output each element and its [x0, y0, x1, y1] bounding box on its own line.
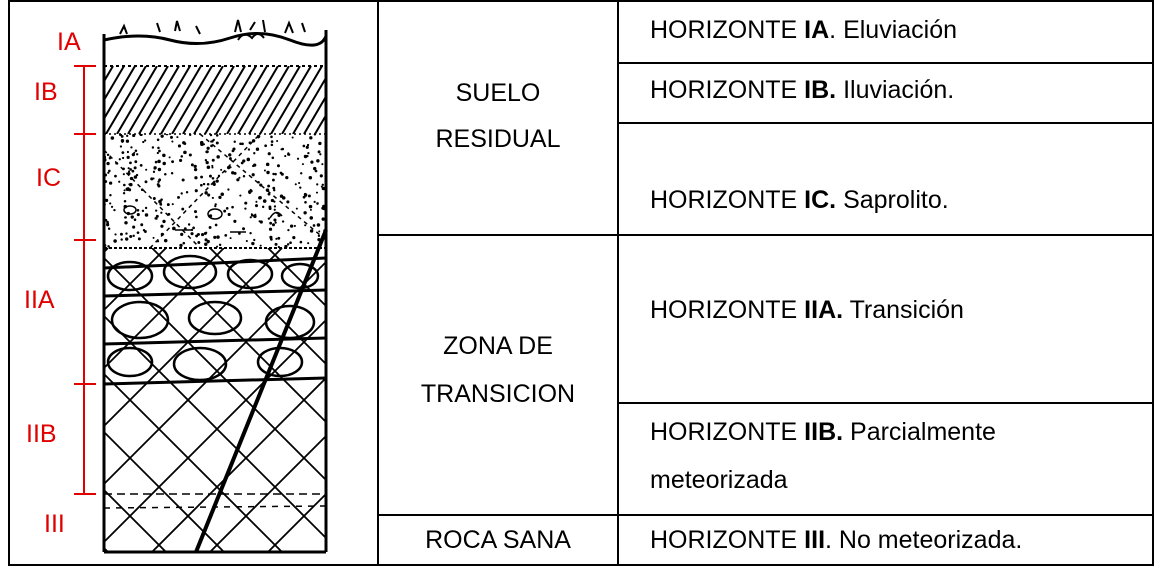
horizon-iib-line2: meteorizada: [650, 466, 788, 494]
zone-divider-1: [377, 234, 1154, 236]
zone-transicion-line2: TRANSICION: [420, 380, 576, 408]
horizon-ia-prefix: HORIZONTE: [650, 16, 805, 44]
horizon-iia-code: IIA.: [804, 296, 844, 324]
horizon-iii-prefix: HORIZONTE: [650, 526, 805, 554]
horizon-iib-code: IIB.: [804, 418, 844, 446]
column-divider-1: [377, 0, 379, 566]
table-border-top: [8, 0, 1154, 2]
horizon-ic-code: IC.: [804, 186, 837, 214]
horizon-iia-desc: Transición: [843, 296, 964, 324]
horizon-iii: HORIZONTE III. No meteorizada.: [650, 522, 1022, 558]
horizon-iib-prefix: HORIZONTE: [650, 418, 805, 446]
horizon-ia-desc: . Eluviación: [829, 16, 958, 44]
row-divider-ib-ic: [617, 122, 1154, 124]
label-ia: IA: [57, 28, 81, 56]
horizon-ib-prefix: HORIZONTE: [650, 76, 805, 104]
horizon-ib-code: IB.: [804, 76, 837, 104]
label-ib: IB: [34, 78, 58, 106]
zone-suelo-residual: SUELO RESIDUAL: [379, 70, 617, 162]
zone-suelo-line2: RESIDUAL: [435, 125, 561, 153]
label-iii: III: [44, 510, 65, 538]
label-iib: IIB: [26, 420, 57, 448]
horizon-ib-desc: Iluviación.: [836, 76, 955, 104]
label-iia: IIA: [24, 286, 55, 314]
label-ic: IC: [36, 164, 61, 192]
horizon-ia: HORIZONTE IA. Eluviación: [650, 12, 957, 48]
horizon-ic-prefix: HORIZONTE: [650, 186, 805, 214]
horizon-iii-code: III: [804, 526, 826, 554]
table-border-left: [8, 0, 10, 566]
horizon-iib: HORIZONTE IIB. Parcialmente meteorizada: [650, 408, 996, 504]
zone-suelo-line1: SUELO: [455, 79, 541, 107]
table-border-right: [1152, 0, 1154, 566]
horizon-iib-line1: HORIZONTE IIB. Parcialmente: [650, 408, 996, 456]
row-divider-iia-iib: [617, 402, 1154, 404]
horizon-ia-code: IA: [804, 16, 830, 44]
horizon-ic-desc: Saprolito.: [836, 186, 949, 214]
table-border-bottom: [8, 564, 1154, 566]
row-divider-ia-ib: [617, 62, 1154, 64]
horizon-iia: HORIZONTE IIA. Transición: [650, 292, 964, 328]
horizon-ic: HORIZONTE IC. Saprolito.: [650, 182, 949, 218]
horizon-ib: HORIZONTE IB. Iluviación.: [650, 72, 954, 108]
zone-divider-2: [377, 514, 1154, 516]
horizon-iii-desc: . No meteorizada.: [825, 526, 1023, 554]
zone-roca-sana: ROCA SANA: [425, 526, 571, 554]
horizon-iia-prefix: HORIZONTE: [650, 296, 805, 324]
zone-transicion-line1: ZONA DE: [443, 332, 553, 360]
horizon-iib-desc: Parcialmente: [843, 418, 996, 446]
zone-transicion: ZONA DE TRANSICION: [379, 322, 617, 418]
column-divider-2: [617, 0, 619, 566]
